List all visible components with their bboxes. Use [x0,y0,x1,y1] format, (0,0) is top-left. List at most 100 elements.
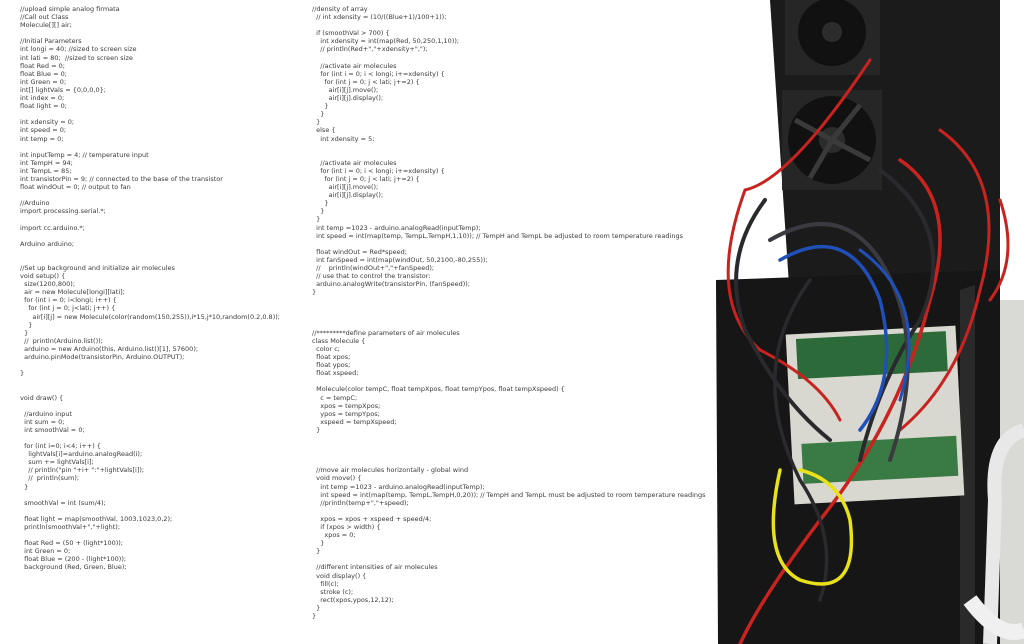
code-line [20,248,280,256]
code-line [312,321,706,329]
code-line [312,240,706,248]
fan-icon [782,90,882,190]
code-line: //different intensities of air molecules [312,563,438,572]
code-line: } [20,369,25,378]
code-line [20,531,280,539]
code-line: // println(Arduino.list()); [20,336,103,345]
code-line: for (int i = 0; i < longi; i+=xdensity) … [312,69,445,78]
code-line: class Molecule { [312,336,366,345]
code-line [20,491,280,499]
code-line [312,313,706,321]
code-line: arduino.analogWrite(transistorPin, (fanS… [312,280,470,289]
code-line: stroke (c); [312,587,354,596]
code-line: float windOut = Red*speed; [312,247,407,256]
code-line: float Blue = 0; [20,69,67,78]
code-line: // int xdensity = (10/((Blue+1)/100+1)); [312,13,447,22]
code-line: import processing.serial.*; [20,207,106,216]
code-line: //activate air molecules [312,61,397,70]
code-line: int xdensity = 0; [20,118,75,127]
code-line: int speed = int(map(temp, TempL,TempH,0,… [312,490,706,499]
code-line: float xspeed; [312,369,359,378]
code-line: Arduino arduino; [20,239,75,248]
code-line: int[] lightVals = {0,0,0,0}; [20,85,106,94]
code-line: air[i][j].move(); [312,85,379,94]
wire-red [988,198,1010,302]
code-line: int inputTemp = 4; // temperature input [20,150,149,159]
code-line: for (int j = 0; j < lati; j+=2) { [312,77,420,86]
code-line: int lati = 80; //sized to screen size [20,53,133,62]
code-line: int TempH = 94; [20,158,73,167]
code-line: } [312,539,325,548]
code-line: if (xpos > width) { [312,523,381,531]
code-line [312,143,706,151]
code-line [312,54,706,62]
code-line: fill(c); [312,579,339,588]
code-line: //arduino input [20,409,72,418]
code-line [20,110,280,118]
code-line [312,507,706,515]
code-line: int xdensity = int(map(Red, 50,250,1,10)… [312,37,460,46]
usb-cable [983,423,1024,644]
code-line: int sum = 0; [20,417,65,426]
code-line: //move air molecules horizontally - glob… [312,466,469,475]
code-line: arduino = new Arduino(this, Arduino.list… [20,344,199,353]
code-listing-right: //density of array // int xdensity = (10… [312,5,706,620]
code-line: } [312,207,325,216]
code-line: air[i][j].display(); [312,191,384,200]
code-line: } [20,320,33,329]
code-line [312,450,706,458]
code-line: void display() { [312,571,367,580]
code-line [20,377,280,385]
code-line: } [20,482,29,491]
code-line: float Blue = (200 - (light*100)); [20,555,127,564]
code-line: //Call out Class [20,13,69,22]
code-line: //upload simple analog firmata [20,5,120,13]
wire-red [898,128,991,432]
code-line [20,232,280,240]
code-line: } [312,547,321,556]
code-line: for (int j = 0; j < lati; j+=2) { [312,174,420,183]
arduino-circuit-photo [716,0,1024,644]
code-line [312,151,706,159]
code-line: ypos = tempYpos; [312,409,380,418]
code-line: float light = map(smoothVal, 1003,1023,0… [20,514,173,523]
code-line: else { [312,126,336,135]
code-line: } [20,328,29,337]
code-line [20,191,280,199]
code-line: void draw() { [20,393,64,402]
code-line: // println(sum); [20,474,80,483]
code-line: int smoothVal = 0; [20,425,85,434]
code-line: air[i][j] = new Molecule(color(random(15… [20,312,280,321]
code-line [20,215,280,223]
wire-blue [778,244,889,432]
code-line: void move() { [312,474,362,483]
code-line: //Set up background and initialize air m… [20,264,175,272]
code-line [20,434,280,442]
code-line: int xdensity = 5; [312,134,375,143]
code-line: air[i][j].display(); [312,94,384,103]
code-line: // println(Red+","+xdensity+","); [312,45,428,54]
code-line: float Red = (50 + (light*100)); [20,539,123,548]
code-line [312,442,706,450]
code-line: void setup() { [20,272,66,281]
code-line: c = tempC; [312,393,358,402]
code-line: } [312,199,329,208]
code-line [20,385,280,393]
wire-blue [858,248,911,402]
code-line: int temp =1023 - arduino.analogRead(inpu… [312,482,485,491]
code-line: int temp =1023 - arduino.analogRead(inpu… [312,223,481,232]
code-line: import cc.arduino.*; [20,223,85,232]
code-line: size(1200,800); [20,280,76,289]
code-line: //activate air molecules [312,158,397,167]
code-line: rect(xpos,ypos,12,12); [312,595,394,604]
code-line: int longi = 40; //sized to screen size [20,45,137,54]
code-line: air[i][j].move(); [312,183,379,192]
code-line: Molecule[][] air; [20,21,72,30]
code-line: Molecule(color tempC, float tempXpos, fl… [312,385,565,394]
code-line: int fanSpeed = int(map(windOut, 50,2100,… [312,255,488,264]
wire-black [773,278,829,602]
code-line [20,143,280,151]
code-line: for (int j = 0; j<lati; j++) { [20,304,116,313]
code-line: for (int i = 0; i<longi; i++) { [20,296,117,305]
wire-black [734,198,832,442]
